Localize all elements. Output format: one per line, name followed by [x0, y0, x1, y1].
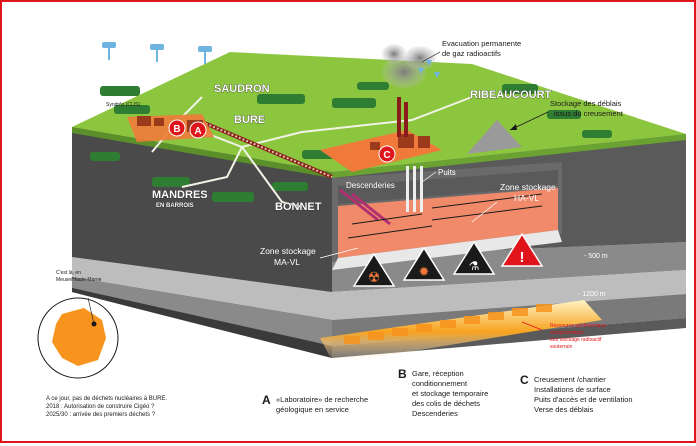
- zone-ha-label-2: HA-VL: [514, 193, 539, 203]
- zone-ma-label-1: Zone stockage: [260, 246, 316, 256]
- legend-b-line-1: Gare, réception: [412, 369, 464, 378]
- legend-b-line-3: et stockage temporaire: [412, 389, 488, 398]
- france-map-inset: [37, 297, 119, 379]
- map-caption-2: Meuse/Haute-Marne: [56, 277, 102, 283]
- forest-patches: [90, 82, 612, 202]
- legend-a: A «Laboratoire» de recherche géologique …: [262, 393, 368, 414]
- radiation-warning-icon: [352, 252, 396, 287]
- legend-c: C Creusement /chantier Installations de …: [520, 373, 633, 414]
- ressource-label-2: compromettant: [550, 330, 584, 336]
- zone-ha-label-1: Zone stockage: [500, 182, 556, 192]
- evacuation-label-2: de gaz radioactifs: [442, 49, 501, 58]
- ressource-label-3: tout stockage radioactif: [550, 337, 602, 343]
- danger-warning-icon: [500, 232, 544, 267]
- wind-turbines-icon: [102, 42, 212, 64]
- place-syndrome: Syndrôs (CLIS): [106, 102, 141, 108]
- badge-a: [189, 121, 207, 139]
- place-saudron: SAUDRON: [214, 83, 270, 95]
- depth-1200: - 1200 m: [578, 291, 606, 298]
- stockage-label-2: issus du creusement: [554, 109, 624, 118]
- legend-b-line-2: conditionnement: [412, 379, 468, 388]
- badge-a-label: A: [194, 126, 201, 137]
- block-left-face: [72, 127, 332, 358]
- legend-a-letter: A: [262, 393, 271, 407]
- hazard-signs: ☢ ✹ ⚗ !: [352, 232, 544, 287]
- ressource-label-1: Ressource géothermique: [550, 323, 606, 329]
- debris-heap: [467, 120, 522, 154]
- legend-c-letter: C: [520, 373, 529, 387]
- evacuation-label-1: Evacuation permanente: [442, 39, 521, 48]
- svg-text:☢: ☢: [368, 269, 381, 285]
- place-mandres-sub: EN BARROIS: [156, 203, 194, 209]
- radioactive-gas-icon: [418, 60, 440, 78]
- site-a-b: B A: [127, 114, 214, 142]
- zone-ma-label-2: MA-VL: [274, 257, 300, 267]
- svg-text:⚗: ⚗: [469, 259, 480, 273]
- railway: [201, 120, 333, 179]
- descenderies-label: Descenderies: [346, 181, 395, 190]
- legend-b-line-4: des colis de déchets: [412, 399, 480, 408]
- legend-b-letter: B: [398, 367, 407, 381]
- storage-galleries: [347, 193, 543, 239]
- place-mandres: MANDRES: [152, 189, 208, 201]
- legend-b-line-5: Descenderies: [412, 409, 458, 418]
- place-bonnet: BONNET: [275, 201, 322, 213]
- corrosion-warning-icon: [452, 240, 496, 275]
- legend-a-line-2: géologique en service: [276, 405, 349, 414]
- legend-c-line-2: Installations de surface: [534, 385, 611, 394]
- depth-500: - 500 m: [584, 253, 608, 260]
- cigeo-diagram: B A C SAUDRON BURE RIBEAUCOURT MANDRES E…: [37, 39, 686, 418]
- legend-c-line-1: Creusement /chantier: [534, 375, 606, 384]
- footnote-line-2: 2018 : Autorisation de construire Cigéo …: [46, 404, 155, 410]
- stockage-label-1: Stockage des déblais: [550, 99, 622, 108]
- puits-label: Puits: [438, 168, 456, 177]
- geothermal-layer: [320, 300, 602, 364]
- footnote-line-3: 2025/30 : arrivée des premiers déchets ?: [46, 412, 156, 418]
- legend-c-line-4: Verse des déblais: [534, 405, 593, 414]
- legend-c-line-3: Puits d'accès et de ventilation: [534, 395, 633, 404]
- map-caption-1: C'est là, en: [56, 270, 81, 276]
- svg-text:!: !: [520, 249, 525, 266]
- badge-b-label: B: [173, 124, 180, 135]
- shafts: [406, 166, 423, 212]
- badge-c-label: C: [383, 150, 390, 161]
- place-bure: BURE: [234, 114, 265, 126]
- fire-warning-icon: [402, 246, 446, 281]
- site-c: C: [320, 120, 522, 172]
- badge-c: [378, 145, 396, 163]
- place-ribeaucourt: RIBEAUCOURT: [470, 89, 552, 101]
- badge-b: [168, 119, 186, 137]
- footnote-line-1: A ce jour, pas de déchets nucléaires à B…: [46, 396, 167, 402]
- svg-text:✹: ✹: [419, 264, 430, 279]
- legend-b: B Gare, réception conditionnement et sto…: [398, 367, 488, 418]
- legend-a-line-1: «Laboratoire» de recherche: [276, 395, 368, 404]
- ressource-label-4: souterrain: [550, 344, 572, 350]
- underground-cutaway: [332, 162, 562, 270]
